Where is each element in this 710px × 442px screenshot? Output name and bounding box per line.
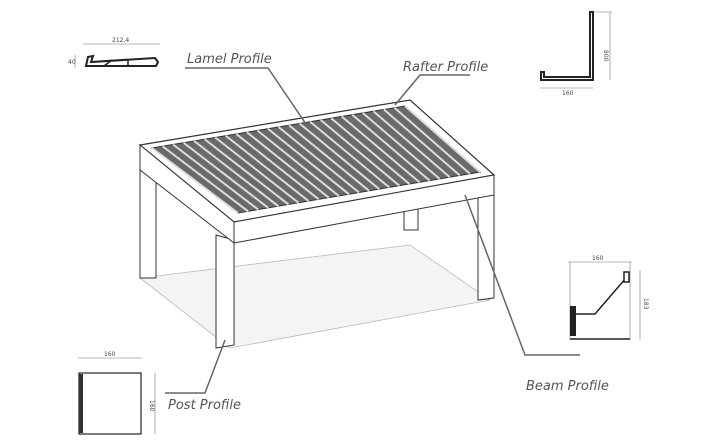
lamel-slat [246,131,330,199]
rafter-height-dim: 800 [602,50,609,62]
lamel-slat [193,140,279,207]
lamel-slat [277,126,360,194]
label-rafter-profile: Rafter Profile [403,60,489,75]
beam-width-dim: 160 [592,255,604,262]
lamel-slat [341,115,421,184]
post-right [477,189,495,301]
lamel-slat [225,134,310,202]
beam-side [139,143,235,245]
lamel-slat [288,124,370,192]
beam-profile-detail: 160 183 [568,255,649,340]
lamel-slat [235,133,320,201]
lamel-slat [204,138,290,206]
lamel-profile-detail: 212,4 40 [68,37,160,68]
leader-beam [464,194,580,356]
lamel-slat [330,117,411,185]
beam-height-dim: 183 [642,298,649,310]
lamel-slat [172,143,259,211]
leader-rafter [394,74,470,106]
lamel-slat [362,112,441,180]
lamel-slat [298,122,380,190]
lamel-slat [372,110,451,178]
leader-post [165,339,226,394]
lamel-slat [183,141,269,209]
lamel-slat [256,129,340,197]
post-width-dim: 160 [104,351,116,358]
post-profile-detail: 160 160 [78,351,156,435]
lamel-slat [320,119,400,187]
lamel-height-dim: 40 [68,59,76,66]
lamel-slat [393,106,471,175]
lamel-slat [351,113,431,182]
leader-lamel [185,67,311,131]
lamel-slat [161,145,249,213]
label-beam-profile: Beam Profile [526,379,609,394]
lamel-slat [383,108,461,177]
ground-shadow [138,244,492,349]
lamel-slat [404,105,481,173]
lamel-slat [267,127,350,195]
post-left [139,167,157,279]
lamel-slat [309,120,390,189]
label-lamel-profile: Lamel Profile [187,52,272,67]
post-front [215,234,235,349]
lamel-width-dim: 212,4 [112,37,129,44]
label-post-profile: Post Profile [168,398,241,413]
lamel-slat [151,147,239,214]
post-height-dim: 160 [148,400,155,412]
rafter-width-dim: 160 [562,90,574,97]
rafter-profile-detail: 160 800 [540,11,612,97]
lamel-slat [214,136,300,204]
